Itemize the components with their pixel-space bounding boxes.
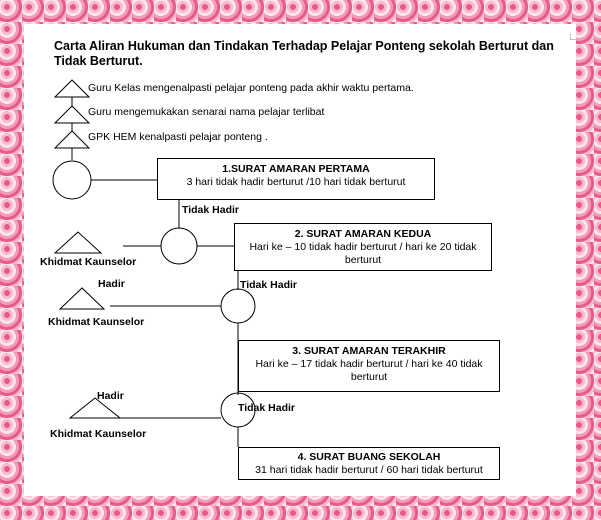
box-3-title: 3. SURAT AMARAN TERAKHIR — [292, 345, 446, 357]
step-1-text: Guru Kelas mengenalpasti pelajar ponteng… — [88, 82, 414, 94]
box-2-text: Hari ke – 10 tidak hadir berturut / hari… — [249, 241, 477, 266]
step-triangle-3 — [53, 130, 91, 149]
step-2-text: Guru mengemukakan senarai nama pelajar t… — [88, 106, 325, 118]
box-1-text: 3 hari tidak hadir berturut /10 hari tid… — [186, 176, 406, 188]
label-khidmat-1: Khidmat Kaunselor — [40, 256, 137, 268]
decision-circle-2 — [220, 288, 256, 324]
box-4-title: 4. SURAT BUANG SEKOLAH — [297, 451, 441, 463]
label-tidak-hadir-3: Tidak Hadir — [238, 402, 295, 414]
label-tidak-hadir-1: Tidak Hadir — [182, 204, 239, 216]
step-triangle-2 — [53, 105, 91, 124]
chart-title: Carta Aliran Hukuman dan Tindakan Terhad… — [54, 39, 554, 68]
box-3-text: Hari ke – 17 tidak hadir berturut / hari… — [255, 358, 483, 383]
counsel-triangle-2 — [58, 287, 106, 310]
label-khidmat-2: Khidmat Kaunselor — [48, 316, 145, 328]
box-4-text: 31 hari tidak hadir berturut / 60 hari t… — [255, 464, 483, 476]
box-2-title: 2. SURAT AMARAN KEDUA — [294, 228, 432, 240]
counsel-triangle-1 — [53, 231, 103, 254]
box-1-title: 1.SURAT AMARAN PERTAMA — [222, 163, 370, 175]
step-3-text: GPK HEM kenalpasti pelajar ponteng . — [88, 131, 268, 143]
step-triangle-1 — [53, 79, 91, 98]
start-circle — [52, 160, 92, 200]
box-expulsion: 4. SURAT BUANG SEKOLAH 31 hari tidak had… — [238, 447, 500, 480]
label-hadir-3: Hadir — [97, 390, 124, 402]
label-khidmat-3: Khidmat Kaunselor — [50, 428, 147, 440]
box-warning-2: 2. SURAT AMARAN KEDUA Hari ke – 10 tidak… — [234, 223, 492, 271]
decision-circle-1 — [160, 227, 198, 265]
counsel-triangle-3 — [68, 397, 122, 419]
label-hadir-2: Hadir — [98, 278, 125, 290]
label-tidak-hadir-2: Tidak Hadir — [240, 279, 297, 291]
box-warning-3: 3. SURAT AMARAN TERAKHIR Hari ke – 17 ti… — [238, 340, 500, 392]
corner-mark: ∟ — [568, 32, 578, 43]
box-warning-1: 1.SURAT AMARAN PERTAMA 3 hari tidak hadi… — [157, 158, 435, 200]
